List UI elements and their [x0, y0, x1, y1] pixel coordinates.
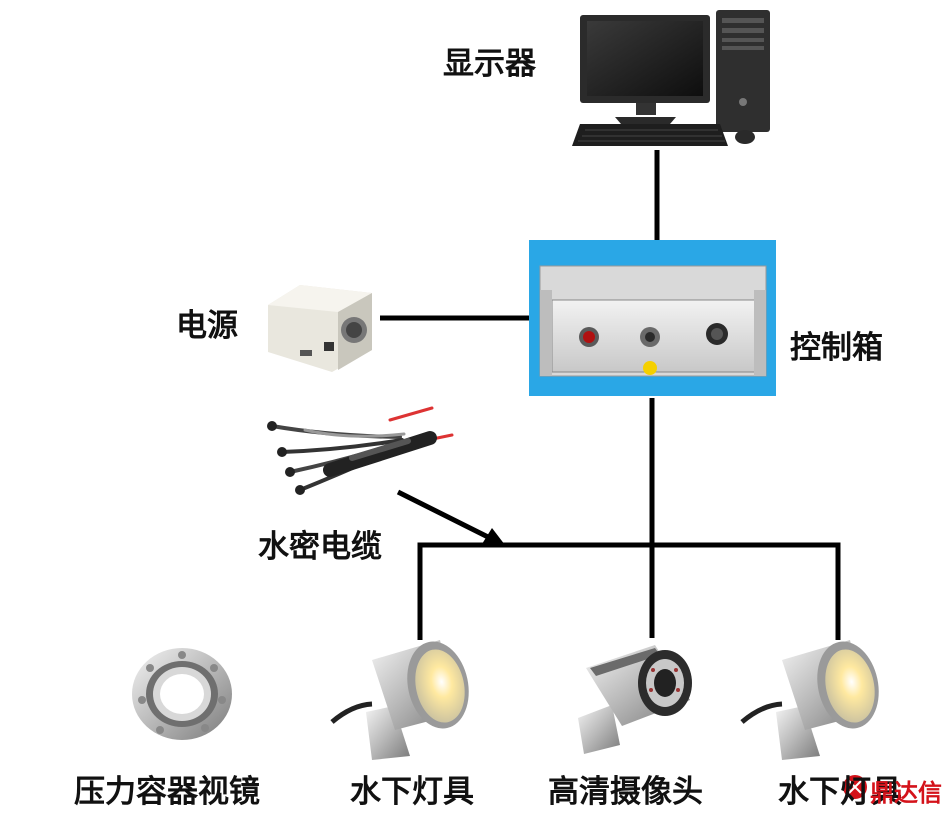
cable-image	[267, 406, 454, 495]
hd-camera-image	[578, 645, 692, 754]
cable-arrow	[396, 489, 505, 545]
line-bus	[417, 542, 841, 640]
power-supply-image	[268, 285, 372, 372]
underwater-light-left-image	[330, 640, 469, 760]
label-light-right: 水下灯具	[778, 774, 902, 810]
label-power: 电源	[176, 308, 238, 344]
control-box-image	[529, 240, 776, 396]
underwater-light-right-image	[740, 640, 879, 760]
label-camera: 高清摄像头	[548, 774, 703, 810]
label-pressure-viewport: 压力容器视镜	[74, 774, 260, 810]
watermark-logo-icon	[843, 775, 867, 799]
connection-lines	[380, 150, 841, 640]
label-light-left: 水下灯具	[350, 774, 474, 810]
watermark-text: 鼎达信	[870, 779, 942, 807]
label-monitor: 显示器	[443, 46, 536, 82]
monitor-image	[572, 10, 770, 146]
pressure-viewport-image	[132, 648, 232, 740]
label-control-box: 控制箱	[790, 330, 883, 366]
label-cable: 水密电缆	[258, 529, 382, 565]
